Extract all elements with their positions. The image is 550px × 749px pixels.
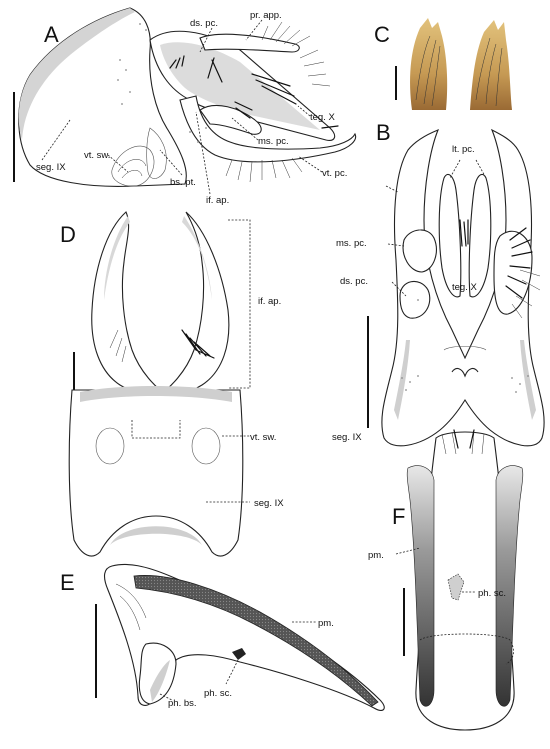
segment-ix-shading: [18, 8, 136, 140]
label-d-inferior-appendage: if. ap.: [258, 296, 281, 307]
pores-b: [401, 229, 529, 393]
label-a-ventral-process: vt. pc.: [322, 168, 347, 179]
label-e-phallic-sclerite: ph. sc.: [204, 688, 232, 699]
label-f-phallic-sclerite: ph. sc.: [478, 588, 506, 599]
lateral-process-left-b: [438, 173, 462, 298]
phallobase-lobe-e: [138, 642, 177, 705]
preanal-appendage-a: [199, 33, 300, 53]
label-a-mesal-process: ms. pc.: [258, 136, 289, 147]
label-a-basal-plate: bs. pt.: [170, 177, 196, 188]
basal-plate-a: [146, 127, 167, 179]
median-notch-d: [131, 420, 181, 439]
panel-a: A: [13, 7, 357, 206]
label-a-ventral-window: vt. sw.: [84, 150, 110, 161]
setae-a: [169, 21, 339, 183]
dorsal-process-left-b: [399, 280, 431, 319]
label-b-tegumen: teg. X: [452, 282, 477, 293]
label-a-tegumen: teg. X: [310, 112, 335, 123]
label-a-dorsal-process: ds. pc.: [190, 18, 218, 29]
panel-e: E pm. ph. sc. ph. bs.: [60, 563, 385, 711]
phallic-sclerite-e: [232, 648, 246, 660]
label-f-paramere: pm.: [368, 550, 384, 561]
inferior-appendage-left-d: [91, 211, 170, 399]
phallic-sclerite-f: [447, 573, 465, 601]
basal-notch-b: [451, 367, 479, 378]
lateral-process-right-b: [468, 173, 492, 298]
segment-ix-ventral-d: [68, 389, 244, 557]
photo-left-appendage: [410, 18, 448, 110]
label-d-segment-ix: seg. IX: [254, 498, 284, 509]
panel-label-b: B: [376, 120, 391, 145]
mesal-process-a: [199, 105, 262, 135]
leaders-b: [385, 159, 487, 297]
ventral-window-left-d: [95, 427, 125, 465]
label-e-phallobase: ph. bs.: [168, 698, 197, 709]
label-d-ventral-window: vt. sw.: [250, 432, 276, 443]
mesal-process-left-b: [402, 229, 437, 273]
paramere-e: [133, 575, 379, 707]
pores-a: [117, 23, 207, 143]
ventral-window-a: [111, 145, 155, 187]
inferior-appendage-right-d: [156, 211, 230, 399]
leaders-d: [206, 219, 251, 503]
panel-f: F pm. ph. sc.: [368, 429, 524, 731]
panel-label-e: E: [60, 570, 75, 595]
label-a-preanal-appendage: pr. app.: [250, 10, 282, 21]
panel-label-a: A: [44, 22, 59, 47]
label-a-segment-ix: seg. IX: [36, 162, 66, 173]
panel-label-d: D: [60, 222, 76, 247]
inferior-appendage-a: [179, 95, 357, 163]
label-b-dorsal-process: ds. pc.: [340, 276, 368, 287]
tegumen-right-b: [493, 230, 533, 315]
setae-d: [109, 329, 215, 363]
setae-b: [505, 227, 541, 319]
panel-c: C: [374, 18, 512, 110]
label-b-segment-ix: seg. IX: [332, 432, 362, 443]
label-a-inferior-appendage: if. ap.: [206, 195, 229, 206]
leaders-a: [41, 19, 323, 195]
segment-ix-ventral-b: [381, 128, 545, 447]
paramere-right-f: [495, 465, 524, 707]
leaders-f: [395, 547, 476, 593]
label-e-paramere: pm.: [318, 618, 334, 629]
ventral-window-right-d: [191, 427, 221, 465]
label-b-mesal-process: ms. pc.: [336, 238, 367, 249]
panel-b: B lt. p: [332, 120, 545, 447]
panel-d: D if. ap. vt. sw. seg. IX: [60, 211, 284, 557]
label-b-lateral-process: lt. pc.: [452, 144, 475, 155]
panel-label-c: C: [374, 22, 390, 47]
leaders-e: [159, 621, 316, 701]
panel-label-f: F: [392, 504, 405, 529]
paramere-left-f: [406, 465, 435, 707]
